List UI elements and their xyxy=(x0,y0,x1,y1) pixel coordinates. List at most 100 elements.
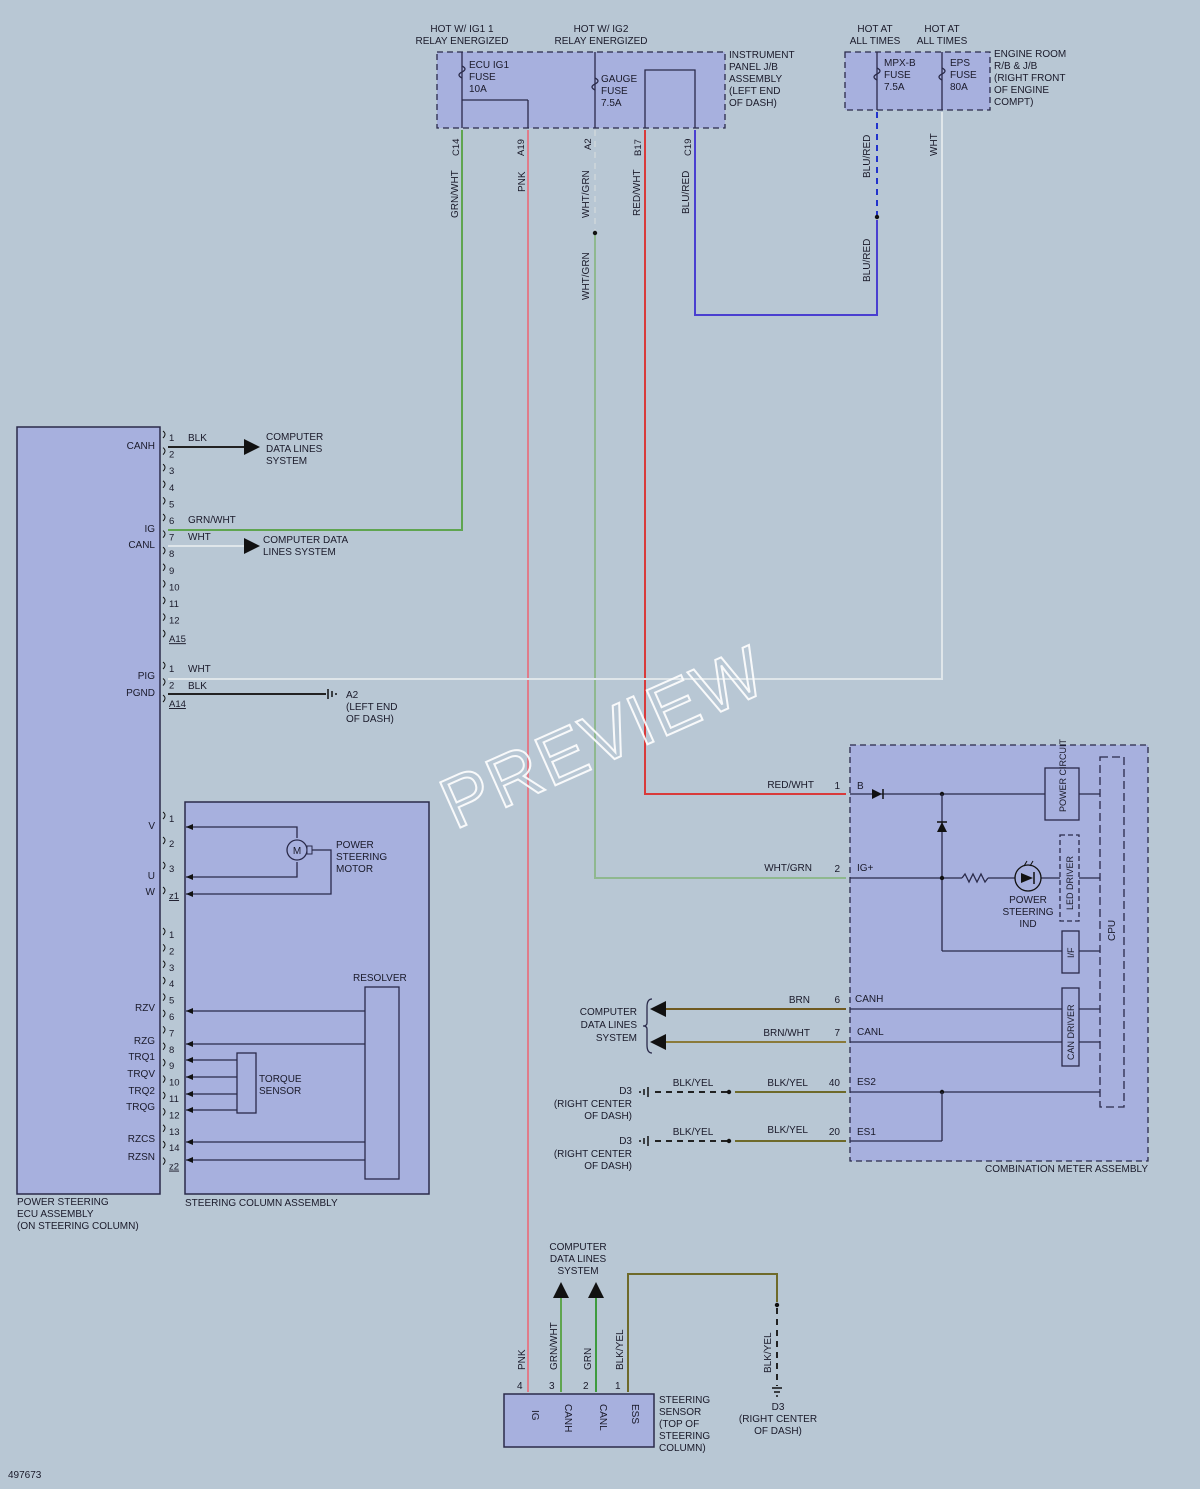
meter-title: COMBINATION METER ASSEMBLY xyxy=(985,1164,1148,1175)
cdl2-line1: COMPUTER DATA xyxy=(263,535,349,546)
meter-wire-redwht: RED/WHT xyxy=(767,780,814,791)
connector-pin-number: 8 xyxy=(169,549,174,560)
connector-pin-number: 3 xyxy=(169,466,174,477)
sensor-wire-blkyel: BLK/YEL xyxy=(615,1329,626,1370)
er-jb-1: ENGINE ROOM xyxy=(994,49,1066,60)
relay1-line2: RELAY ENERGIZED xyxy=(416,36,509,47)
sensor-wire-grn: GRN xyxy=(583,1348,594,1370)
meter-internal-wiring xyxy=(850,789,1100,1142)
sensor-wire-pnk: PNK xyxy=(517,1349,528,1370)
resolver-wiring xyxy=(186,1010,365,1161)
connector-bracket xyxy=(162,480,166,489)
pin-b17: B17 xyxy=(633,139,644,156)
connector-bracket xyxy=(162,1058,166,1067)
ecu-pin-trq2: TRQ2 xyxy=(128,1086,155,1097)
ecu-title-2: ECU ASSEMBLY xyxy=(17,1209,94,1220)
connector-bracket xyxy=(162,1026,166,1034)
sensor-wire-blkyel-gnd: BLK/YEL xyxy=(763,1332,774,1373)
meter-pin-20: 20 xyxy=(829,1127,841,1138)
connector-bracket xyxy=(162,613,166,621)
hot2-line1: HOT AT xyxy=(924,24,959,35)
connector-bracket xyxy=(162,596,166,605)
wire-arrowhead xyxy=(186,1091,193,1097)
connector-name: z1 xyxy=(169,891,179,902)
connector-name: A14 xyxy=(169,699,186,710)
resolver-label: RESOLVER xyxy=(353,973,407,984)
connector-bracket xyxy=(162,886,166,895)
ip-jb-3: ASSEMBLY xyxy=(729,74,782,85)
meter-wire-blkyel-es2: BLK/YEL xyxy=(767,1078,808,1089)
ecu-fuse-2: FUSE xyxy=(469,72,496,83)
if-block xyxy=(1061,930,1080,974)
motor-symbol: M xyxy=(293,846,301,857)
hot1-line2: ALL TIMES xyxy=(850,36,901,47)
motor-label-3: MOTOR xyxy=(336,864,373,875)
sensor-num-1: 1 xyxy=(615,1381,621,1392)
led-driver-block xyxy=(1059,834,1080,922)
indicator-lamp-icon xyxy=(1014,860,1042,892)
connector-bracket xyxy=(162,546,166,555)
cdl1-line2: DATA LINES xyxy=(266,444,323,455)
wire-blured-loop xyxy=(694,130,878,316)
sensor-wire-grnwht: GRN/WHT xyxy=(549,1322,560,1370)
wire-arrowhead xyxy=(186,1139,193,1145)
eps-fuse-2: FUSE xyxy=(950,70,977,81)
connector-name: z2 xyxy=(169,1162,179,1173)
meter-ground2-3: OF DASH) xyxy=(584,1161,632,1172)
gauge-fuse-2: FUSE xyxy=(601,86,628,97)
connector-bracket xyxy=(162,1157,166,1165)
connector-bracket xyxy=(162,694,166,703)
resolver-block xyxy=(364,986,400,1180)
indicator-label-1: POWER xyxy=(1009,895,1047,906)
er-jb-5: COMPT) xyxy=(994,97,1033,108)
instrument-panel-jb xyxy=(436,51,726,129)
ecu-pin-w: W xyxy=(146,887,156,898)
ecu-fuse-1: ECU IG1 xyxy=(469,60,509,71)
connector-bracket xyxy=(162,836,166,845)
meter-label-ig: IG+ xyxy=(857,863,874,874)
connector-bracket xyxy=(162,811,166,820)
meter-cdl-2: DATA LINES xyxy=(581,1020,638,1031)
meter-label-es1: ES1 xyxy=(857,1127,876,1138)
connector-bracket xyxy=(162,1140,166,1149)
connector-pin-number: 3 xyxy=(169,963,174,974)
connector-pin-number: 6 xyxy=(169,516,174,527)
gauge-fuse-3: 7.5A xyxy=(601,98,622,109)
eps-fuse-1: EPS xyxy=(950,58,970,69)
connector-bracket xyxy=(162,1042,166,1051)
ground-icon xyxy=(327,689,337,699)
wire-wht-pig xyxy=(168,112,943,680)
wire-whtgrn-mid: WHT/GRN xyxy=(581,252,592,300)
wires xyxy=(168,112,943,1392)
connector-pin-number: 4 xyxy=(169,483,174,494)
mpx-fuse-2: FUSE xyxy=(884,70,911,81)
torque-label-1: TORQUE xyxy=(259,1074,302,1085)
connector-bracket xyxy=(162,629,166,638)
connector-pin-number: 12 xyxy=(169,616,180,627)
sensor-title-1: STEERING xyxy=(659,1395,710,1406)
torque-wiring xyxy=(186,1059,237,1111)
wire-arrowhead xyxy=(186,1107,193,1113)
connector-pin-number: 7 xyxy=(169,533,174,544)
preview-watermark: PREVIEW xyxy=(429,631,778,845)
connector-bracket xyxy=(162,1009,166,1018)
sensor-pin-canh: CANH xyxy=(562,1404,573,1432)
ecu-pin-pig: PIG xyxy=(138,671,155,682)
sensor-cdl-2: DATA LINES xyxy=(550,1254,607,1265)
torque-sensor-block xyxy=(236,1052,257,1114)
connector-pin-number: 5 xyxy=(169,499,174,510)
wire-redwht-b xyxy=(644,130,846,795)
torque-label-2: SENSOR xyxy=(259,1086,301,1097)
wire-arrowhead xyxy=(186,1074,193,1080)
meter-pin-2: 2 xyxy=(834,864,840,875)
connector-pin-number: 10 xyxy=(169,582,180,593)
meter-label-canl: CANL xyxy=(857,1027,884,1038)
connector-pin-number: 2 xyxy=(169,450,174,461)
meter-ground1-1: D3 xyxy=(619,1086,632,1097)
connector-pin-number: 9 xyxy=(169,1061,174,1072)
cdl1-line3: SYSTEM xyxy=(266,456,307,467)
er-jb-3: (RIGHT FRONT xyxy=(994,73,1065,84)
meter-pin-1: 1 xyxy=(834,781,840,792)
